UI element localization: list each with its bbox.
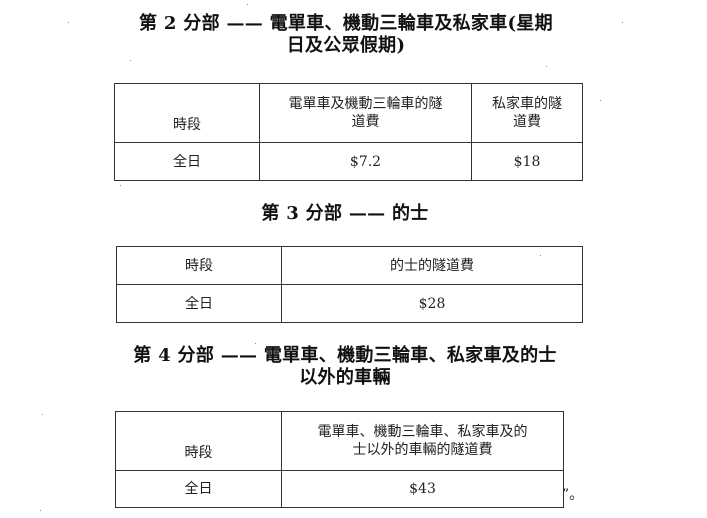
section-4-heading: 第 4 分部 —— 電單車、機動三輪車、私家車及的士 以外的車輛	[95, 345, 595, 389]
period-column-header: 時段	[114, 83, 260, 143]
scan-speck	[622, 22, 623, 23]
taxi-fee-cell: $28	[281, 284, 583, 323]
table-header-row: 時段 的士的隧道費	[116, 246, 583, 285]
period-column-header: 時段	[116, 246, 282, 285]
section-3-fee-table: 時段 的士的隧道費 全日 $28	[116, 246, 583, 323]
section-4-heading-line-1: 第 4 分部 —— 電單車、機動三輪車、私家車及的士	[133, 345, 557, 366]
table-row: 全日 $28	[116, 284, 583, 323]
period-column-header: 時段	[115, 411, 282, 471]
section-2-fee-table: 時段 電單車及機動三輪車的隧 道費 私家車的隧 道費 全日 $7.2 $18	[114, 83, 583, 181]
scan-speck	[600, 100, 601, 101]
scan-speck	[42, 414, 43, 415]
motorcycle-fee-column-header: 電單車及機動三輪車的隧 道費	[259, 83, 472, 143]
taxi-fee-column-header: 的士的隧道費	[281, 246, 583, 285]
scan-speck	[120, 185, 121, 186]
section-3-heading: 第 3 分部 —— 的士	[200, 203, 490, 225]
scan-speck	[247, 4, 248, 5]
section-4-heading-line-2: 以外的車輛	[299, 367, 391, 388]
private-car-fee-column-header: 私家車的隧 道費	[471, 83, 583, 143]
period-cell: 全日	[115, 470, 282, 508]
scan-speck	[546, 66, 547, 67]
motorcycle-fee-cell: $7.2	[259, 142, 472, 181]
table-row: 全日 $43	[115, 470, 564, 508]
scan-speck	[68, 22, 69, 23]
section-3-heading-line-1: 第 3 分部 —— 的士	[261, 203, 429, 224]
scan-speck	[540, 255, 541, 256]
table-header-row: 時段 電單車、機動三輪車、私家車及的 士以外的車輛的隧道費	[115, 411, 564, 471]
closing-quote-text: ”。	[562, 487, 584, 503]
table-header-row: 時段 電單車及機動三輪車的隧 道費 私家車的隧 道費	[114, 83, 583, 143]
scan-speck	[40, 510, 41, 511]
other-vehicle-fee-column-header: 電單車、機動三輪車、私家車及的 士以外的車輛的隧道費	[281, 411, 564, 471]
section-2-heading: 第 2 分部 —— 電單車、機動三輪車及私家車(星期 日及公眾假期)	[104, 13, 588, 57]
section-2-heading-line-1: 第 2 分部 —— 電單車、機動三輪車及私家車(星期	[139, 13, 553, 34]
other-vehicle-fee-cell: $43	[281, 470, 564, 508]
scan-speck	[130, 60, 131, 61]
scan-speck	[255, 343, 256, 344]
section-2-heading-line-2: 日及公眾假期)	[286, 35, 406, 56]
period-cell: 全日	[114, 142, 260, 181]
private-car-fee-cell: $18	[471, 142, 583, 181]
section-4-fee-table: 時段 電單車、機動三輪車、私家車及的 士以外的車輛的隧道費 全日 $43	[115, 411, 564, 508]
table-row: 全日 $7.2 $18	[114, 142, 583, 181]
period-cell: 全日	[116, 284, 282, 323]
